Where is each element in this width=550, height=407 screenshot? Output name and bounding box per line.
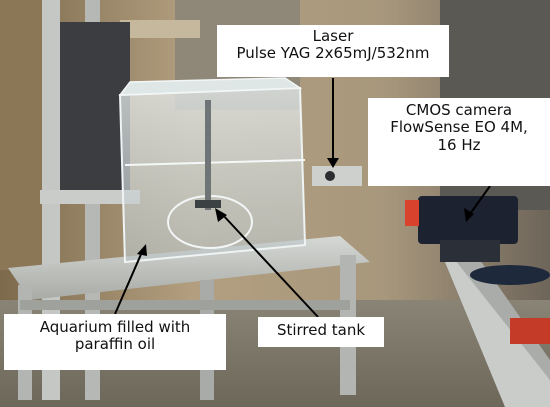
table-top xyxy=(8,236,370,300)
table-rail xyxy=(20,300,350,310)
dark-panel xyxy=(60,22,130,202)
camera-label-line-2: FlowSense EO 4M, xyxy=(390,118,528,137)
laser-label-line-2: Pulse YAG 2x65mJ/532nm xyxy=(236,44,430,63)
frame-cross xyxy=(40,190,140,204)
laser-label-line-1: Laser xyxy=(312,27,354,45)
aquarium-glass xyxy=(118,86,307,264)
aquarium-edge xyxy=(124,159,306,166)
tank-arrow xyxy=(221,213,319,318)
aquarium-label-line-2: paraffin oil xyxy=(74,335,156,354)
camera-arrow-head xyxy=(464,208,474,222)
camera-label: CMOS camera FlowSense EO 4M, 16 Hz xyxy=(368,98,550,186)
rail-right-2 xyxy=(455,260,550,380)
camera-label-line-3: 16 Hz xyxy=(437,135,481,154)
tank-arrow-head xyxy=(215,208,227,222)
laser-aperture xyxy=(325,171,335,181)
wall-shelf xyxy=(120,20,200,38)
camera-mount xyxy=(440,240,500,262)
aquarium-label: Aquarium filled with paraffin oil xyxy=(4,314,226,370)
stirrer-impeller xyxy=(195,200,221,208)
tank-label-line-1: Stirred tank xyxy=(276,321,366,339)
camera-lens-ring xyxy=(405,200,419,226)
stirrer-shaft xyxy=(205,100,211,210)
camera-arrow xyxy=(469,185,491,215)
camera-base xyxy=(470,265,550,285)
aquarium-lid xyxy=(118,77,303,96)
red-box xyxy=(510,318,550,344)
aquarium-arrow xyxy=(114,251,143,315)
aquarium-arrow-head xyxy=(137,244,147,256)
laser-arrow-head xyxy=(327,158,339,168)
laser-label: Laser Pulse YAG 2x65mJ/532nm xyxy=(217,25,449,77)
camera-label-line-1: CMOS camera xyxy=(405,101,513,119)
tank-label: Stirred tank xyxy=(258,317,384,347)
aquarium-label-line-1: Aquarium filled with xyxy=(39,318,191,336)
rail-right xyxy=(440,250,550,407)
laser-unit xyxy=(312,166,362,186)
